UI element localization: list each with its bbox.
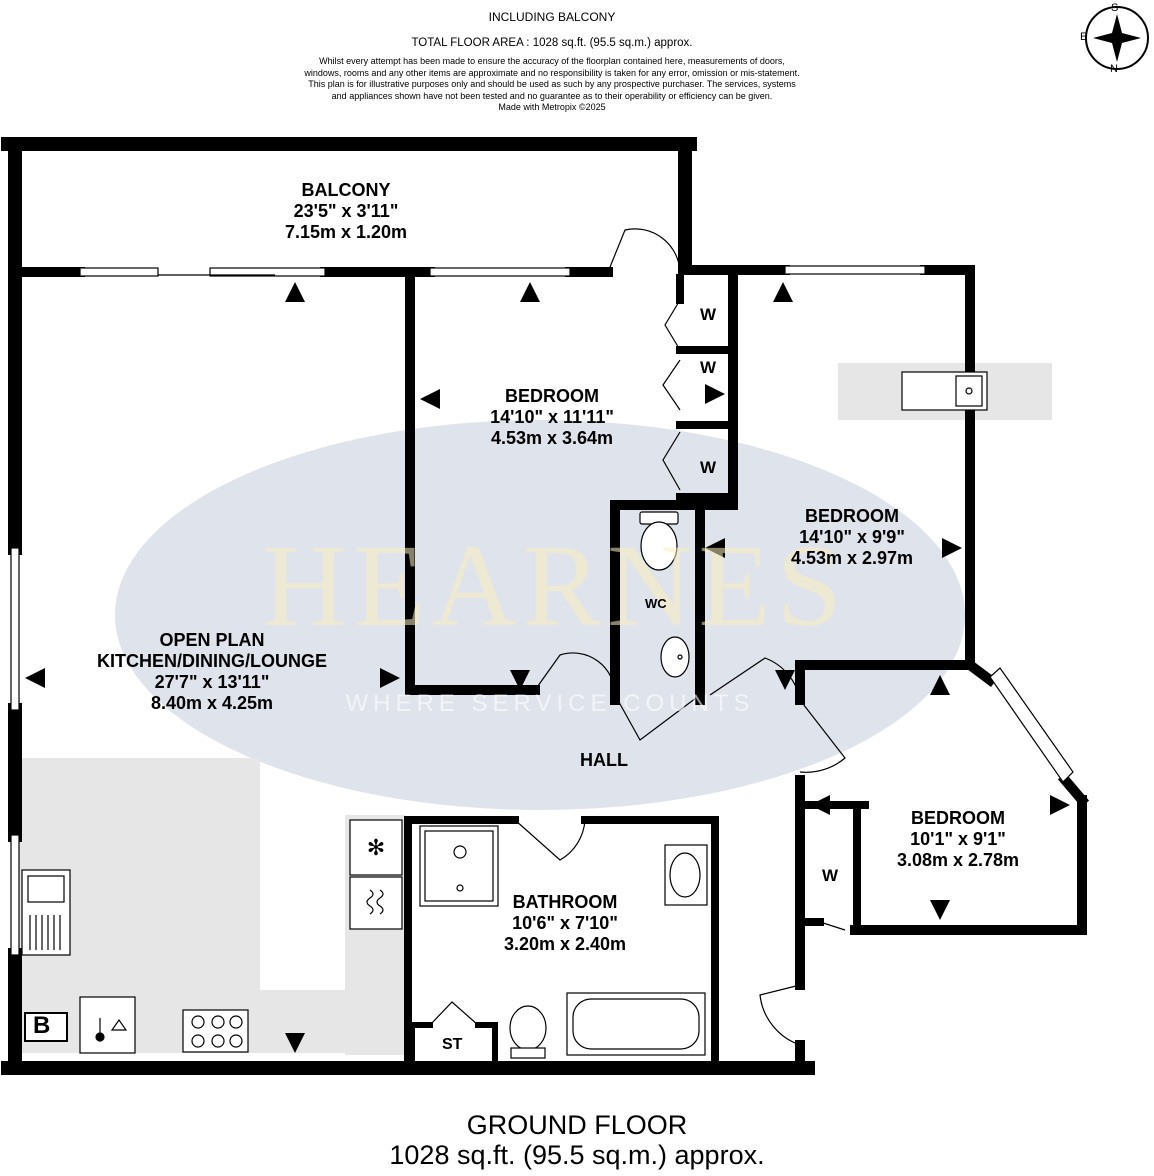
wardrobe-label-3: W	[700, 458, 717, 477]
room-bedroom-1: BEDROOM 14'10" x 11'11" 4.53m x 3.64m	[452, 386, 652, 449]
wardrobe-label-1: W	[700, 305, 717, 324]
floor-name: GROUND FLOOR	[466, 1110, 688, 1140]
boiler-label: B	[33, 1012, 51, 1039]
room-imperial: 10'6" x 7'10"	[512, 913, 618, 933]
room-imperial: 14'10" x 9'9"	[799, 527, 905, 547]
bathroom-basin	[664, 844, 708, 906]
room-name: BATHROOM	[512, 892, 618, 912]
bedroom-sink-unit	[901, 371, 988, 411]
floor-area: 1028 sq.ft. (95.5 sq.m.) approx.	[389, 1140, 765, 1170]
room-metric: 3.08m x 2.78m	[896, 850, 1020, 870]
compass-e: E	[1080, 31, 1088, 43]
room-bedroom-3: BEDROOM 10'1" x 9'1" 3.08m x 2.78m	[858, 808, 1058, 871]
room-balcony: BALCONY 23'5" x 3'11" 7.15m x 1.20m	[246, 180, 446, 243]
room-metric: 7.15m x 1.20m	[284, 222, 408, 242]
room-imperial: 14'10" x 11'11"	[490, 407, 614, 427]
watermark-brand: HEARNES	[261, 520, 849, 651]
storage-label: ST	[442, 1036, 463, 1053]
room-name: OPEN PLAN	[159, 630, 265, 650]
made-with-text: Made with Metropix ©2025	[498, 102, 606, 113]
compass-s: S	[1111, 2, 1119, 14]
disclaimer-body: Whilst every attempt has been made to en…	[304, 56, 800, 101]
direction-arrows	[25, 282, 1070, 1053]
watermark-ellipse	[115, 420, 965, 810]
disclaimer-text: Whilst every attempt has been made to en…	[300, 56, 804, 114]
including-balcony-text: INCLUDING BALCONY	[488, 10, 616, 24]
room-imperial: 27'7" x 13'11"	[154, 672, 270, 692]
room-name-2: KITCHEN/DINING/LOUNGE	[96, 651, 327, 671]
washing-machine	[79, 996, 136, 1054]
room-metric: 4.53m x 3.64m	[490, 428, 614, 448]
room-name: BEDROOM	[911, 808, 1005, 828]
compass-icon	[1085, 6, 1149, 70]
wardrobe-label-2: W	[700, 358, 717, 377]
room-open-plan: OPEN PLAN KITCHEN/DINING/LOUNGE 27'7" x …	[62, 630, 362, 714]
room-name: BEDROOM	[805, 506, 899, 526]
windows	[10, 265, 1074, 956]
compass-n: N	[1110, 63, 1118, 75]
kitchen-sink	[21, 869, 71, 956]
walls	[1, 137, 1090, 1075]
shower-tray	[419, 825, 499, 907]
wc-toilet	[639, 511, 679, 571]
room-metric: 4.53m x 2.97m	[790, 548, 914, 568]
wc-label: WC	[645, 596, 667, 611]
wc-basin	[660, 636, 690, 678]
wardrobe-label-4: W	[822, 866, 839, 885]
boiler	[24, 1012, 68, 1042]
hob	[182, 1009, 249, 1053]
room-name: BEDROOM	[505, 386, 599, 406]
room-bathroom: BATHROOM 10'6" x 7'10" 3.20m x 2.40m	[465, 892, 665, 955]
hall-label: HALL	[580, 750, 628, 770]
bath-tub	[566, 992, 706, 1056]
svg-text:✻: ✻	[367, 835, 385, 860]
room-metric: 8.40m x 4.25m	[150, 693, 274, 713]
room-metric: 3.20m x 2.40m	[503, 934, 627, 954]
room-bedroom-2: BEDROOM 14'10" x 9'9" 4.53m x 2.97m	[752, 506, 952, 569]
bathroom-toilet	[509, 1005, 547, 1059]
room-name: BALCONY	[301, 180, 391, 200]
fridge-freezer: ✻	[349, 819, 403, 930]
room-imperial: 23'5" x 3'11"	[293, 201, 399, 221]
room-imperial: 10'1" x 9'1"	[910, 829, 1006, 849]
watermark-tagline: WHERE SERVICE COUNTS	[345, 690, 755, 717]
total-floor-area-text: TOTAL FLOOR AREA : 1028 sq.ft. (95.5 sq.…	[411, 37, 693, 49]
